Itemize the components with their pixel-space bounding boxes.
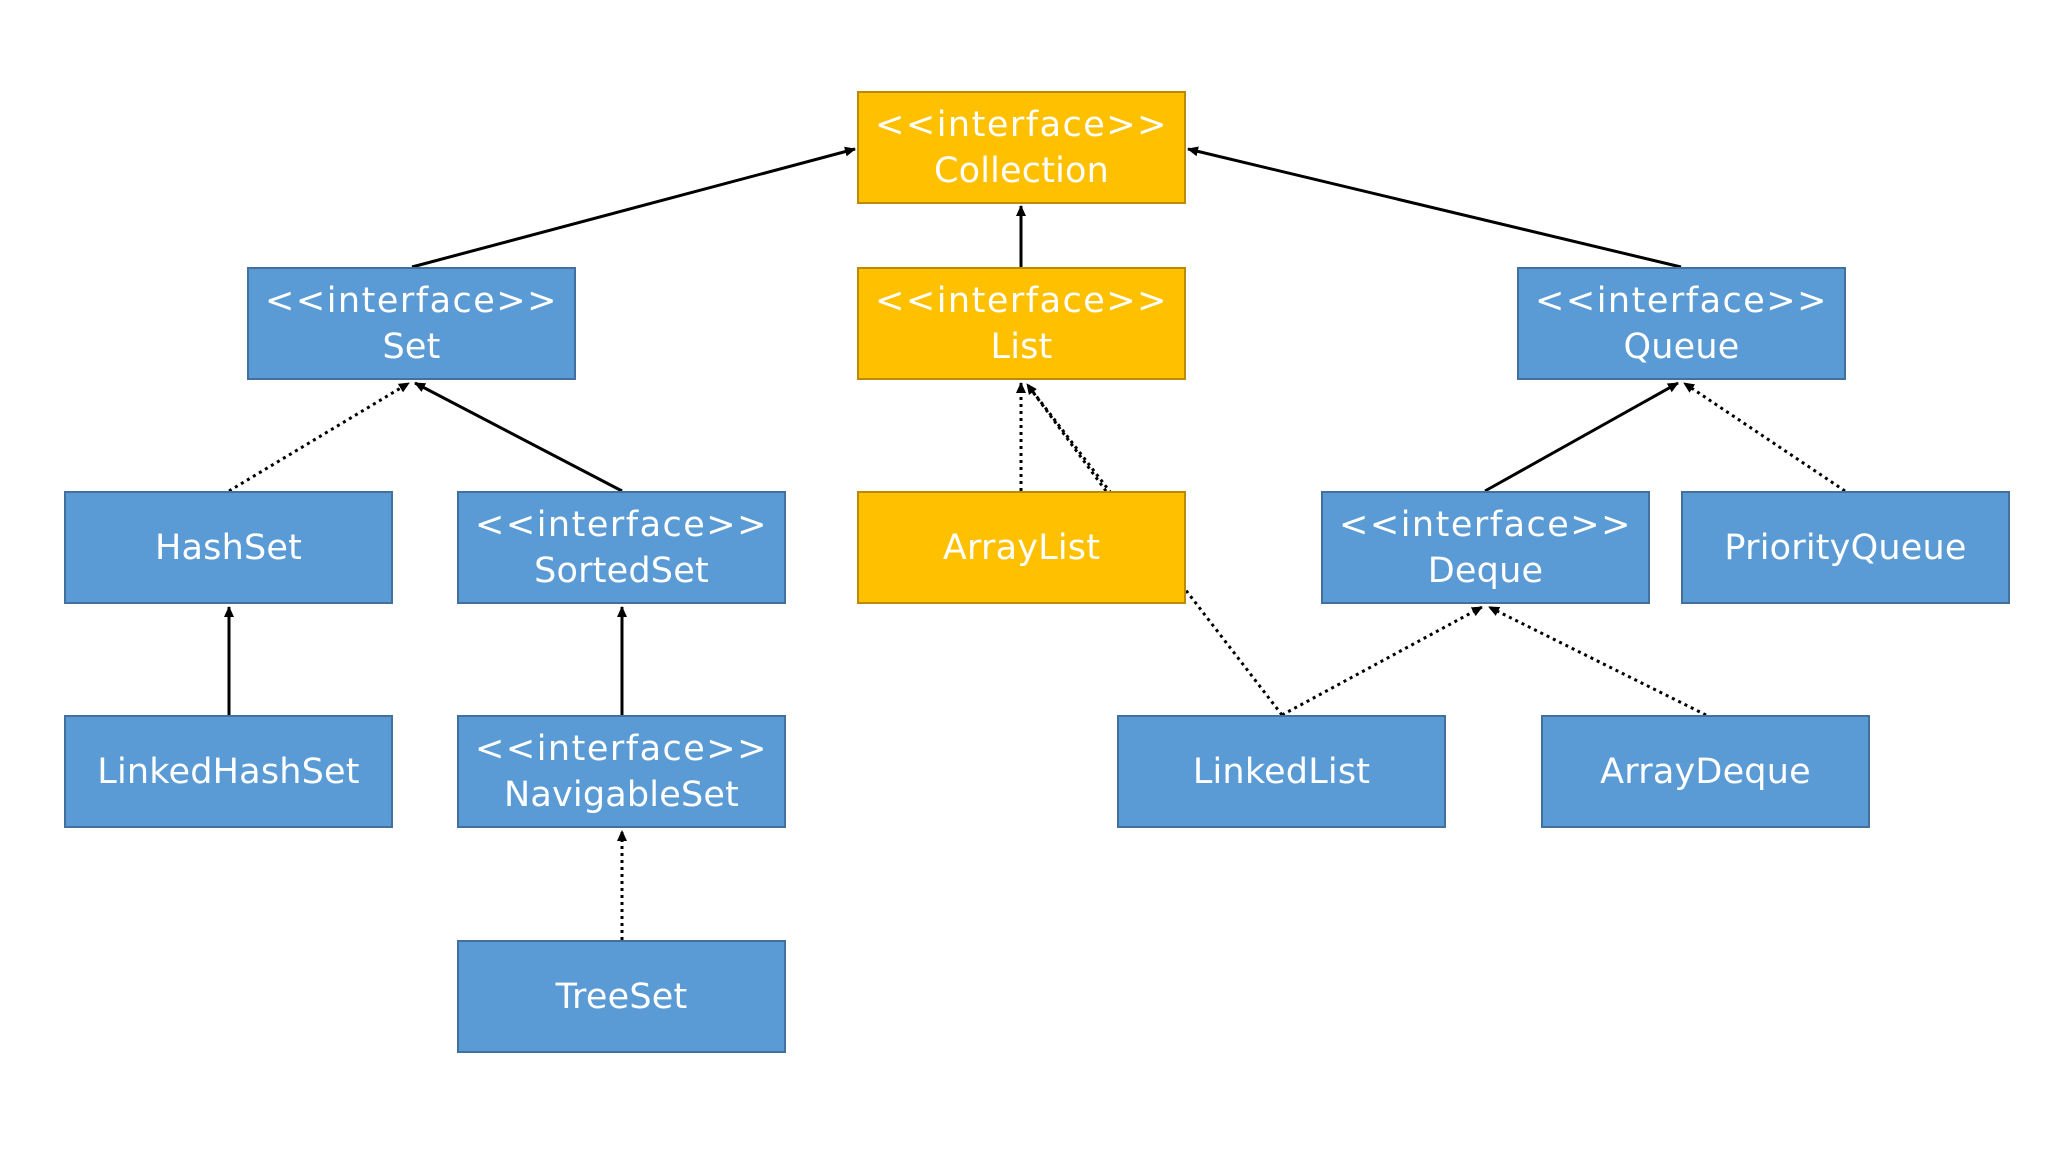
stereotype-label: <<interface>>: [475, 728, 768, 769]
node-label: LinkedList: [1192, 751, 1371, 792]
node-priorityqueue: PriorityQueue: [1681, 491, 2010, 604]
node-label: PriorityQueue: [1724, 527, 1967, 568]
node-label: Deque: [1427, 550, 1544, 591]
node-label: SortedSet: [534, 550, 709, 591]
stereotype-label: <<interface>>: [265, 280, 558, 321]
stereotype-label: <<interface>>: [875, 104, 1168, 145]
node-list: <<interface>> List: [857, 267, 1186, 380]
edge-linkedlist-to-deque: [1281, 605, 1483, 717]
node-queue: <<interface>> Queue: [1517, 267, 1846, 380]
node-linkedlist: LinkedList: [1117, 715, 1446, 828]
node-treeset: TreeSet: [457, 940, 786, 1053]
stereotype-label: <<interface>>: [1535, 280, 1828, 321]
node-deque: <<interface>> Deque: [1321, 491, 1650, 604]
stereotype-label: <<interface>>: [875, 280, 1168, 321]
node-label: List: [990, 326, 1053, 367]
node-label: ArrayDeque: [1600, 751, 1811, 792]
node-sortedset: <<interface>> SortedSet: [457, 491, 786, 604]
node-label: TreeSet: [555, 976, 688, 1017]
node-hashset: HashSet: [64, 491, 393, 604]
node-arraydeque: ArrayDeque: [1541, 715, 1870, 828]
node-collection: <<interface>> Collection: [857, 91, 1186, 204]
edge-hashset-to-set: [228, 381, 410, 493]
edge-arraylist-to-list-b: [1025, 383, 1108, 492]
node-label: NavigableSet: [503, 774, 740, 815]
node-arraylist: ArrayList: [857, 491, 1186, 604]
node-label: Set: [382, 326, 441, 367]
edge-set-to-collection: [411, 146, 856, 269]
edge-queue-to-collection: [1187, 146, 1682, 269]
stereotype-label: <<interface>>: [1339, 504, 1632, 545]
edge-sortedset-to-set: [414, 381, 623, 493]
node-linkedhashset: LinkedHashSet: [64, 715, 393, 828]
node-label: Collection: [933, 150, 1110, 191]
stereotype-label: <<interface>>: [475, 504, 768, 545]
node-label: ArrayList: [942, 527, 1101, 568]
node-label: HashSet: [154, 527, 303, 568]
node-navigableset: <<interface>> NavigableSet: [457, 715, 786, 828]
edge-deque-to-queue: [1484, 381, 1679, 493]
node-label: Queue: [1623, 326, 1740, 367]
node-label: LinkedHashSet: [97, 751, 360, 792]
edge-arraydeque-to-deque: [1488, 605, 1707, 717]
edge-priorityqueue-to-queue: [1683, 381, 1846, 493]
node-set: <<interface>> Set: [247, 267, 576, 380]
